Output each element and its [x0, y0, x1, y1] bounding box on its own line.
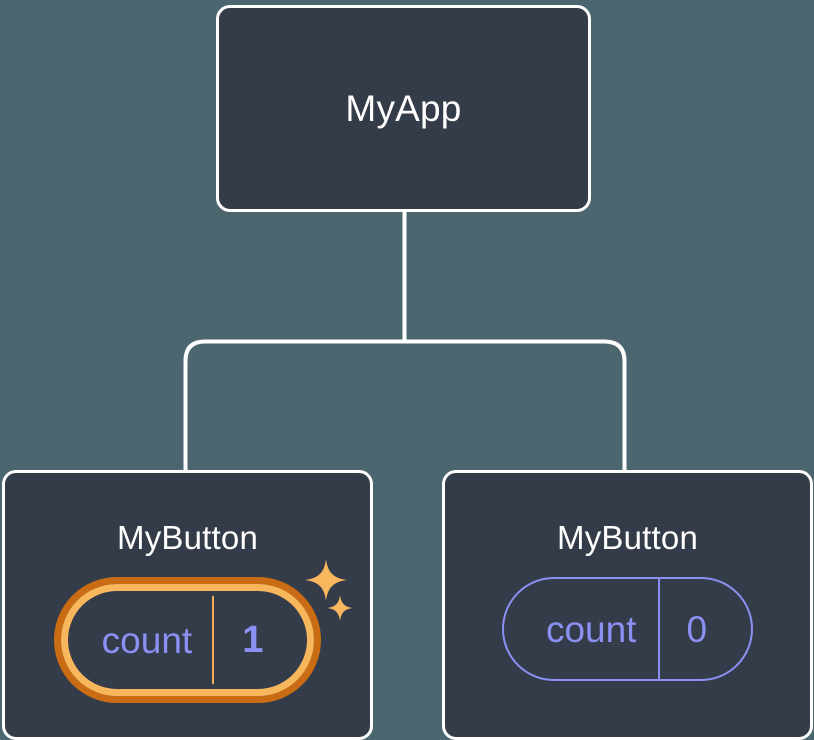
- state-key-right: count: [545, 608, 637, 650]
- state-divider-right: [658, 579, 661, 679]
- node-myapp[interactable]: MyApp: [216, 5, 591, 212]
- node-mybutton-right[interactable]: MyButton count 0: [442, 470, 813, 740]
- sparkle-large-icon: [305, 559, 348, 601]
- node-mybutton-left-label: MyButton: [117, 519, 258, 556]
- state-pill-left[interactable]: count 1: [53, 577, 322, 703]
- state-key-left: count: [101, 619, 193, 661]
- state-divider-left: [212, 596, 215, 684]
- connector-child-bus: [183, 339, 627, 470]
- state-value-left: 1: [242, 619, 264, 661]
- state-pill-left-inner: count 1: [60, 584, 315, 696]
- state-pill-right[interactable]: count 0: [501, 577, 754, 681]
- state-wrap-left: count 1: [53, 559, 354, 703]
- state-wrap-right: count 0: [501, 577, 754, 681]
- sparkle-small-icon: [327, 595, 354, 621]
- state-value-right: 0: [686, 608, 708, 650]
- node-mybutton-right-label: MyButton: [557, 519, 698, 556]
- node-myapp-label: MyApp: [345, 88, 462, 129]
- node-mybutton-left[interactable]: MyButton count 1: [2, 470, 373, 740]
